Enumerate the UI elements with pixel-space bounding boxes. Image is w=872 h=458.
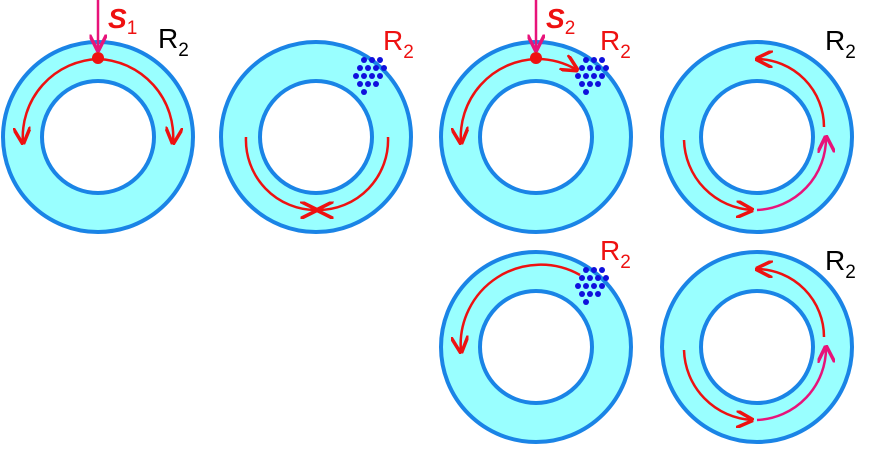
annulus-inner	[478, 289, 594, 405]
wave-arrow-top	[757, 269, 826, 338]
wave-arrow-bottom-left	[682, 139, 752, 210]
annulus-inner	[40, 79, 156, 195]
refractory-dots	[575, 57, 609, 95]
annulus-inner	[258, 79, 374, 195]
r2-label: R2	[158, 23, 189, 61]
r2-label: R2	[600, 25, 631, 63]
r2-label: R2	[825, 25, 856, 63]
panel-b-collision: R2	[219, 25, 414, 234]
wave-arrow-blocked	[535, 59, 577, 70]
s1-stimulus-dot	[92, 52, 104, 64]
r2-label: R2	[600, 235, 631, 273]
panel-f-circus-movement: R2	[660, 245, 856, 444]
annulus-inner	[699, 289, 815, 405]
r2-label: R2	[825, 245, 856, 283]
wave-arrow-top	[757, 59, 826, 128]
wave-arrow-reentry-magenta	[756, 347, 826, 422]
s1-label: S1	[108, 3, 137, 39]
panel-e-unidirectional: R2	[439, 235, 633, 444]
panel-d-reentry: R2	[660, 25, 856, 234]
panel-c-s2-injection: S2 R2	[439, 0, 633, 234]
s2-label: S2	[546, 3, 575, 39]
wave-arrow-left-converging	[244, 136, 316, 210]
panel-a-s1-injection: S1 R2	[1, 0, 195, 234]
annulus-inner	[478, 79, 594, 195]
wave-arrow-counterclockwise	[461, 263, 581, 352]
wave-arrow-bottom-left	[682, 349, 752, 420]
annulus-inner	[699, 79, 815, 195]
wave-arrow-right-converging	[318, 136, 390, 210]
r2-label: R2	[383, 25, 414, 63]
refractory-dots	[353, 57, 387, 95]
wave-arrow-reentry-magenta	[756, 137, 826, 212]
wave-arrow-clockwise	[97, 57, 173, 143]
wave-arrow-counterclockwise	[23, 57, 99, 143]
refractory-dots	[575, 267, 609, 305]
wave-arrow-counterclockwise	[461, 57, 537, 143]
